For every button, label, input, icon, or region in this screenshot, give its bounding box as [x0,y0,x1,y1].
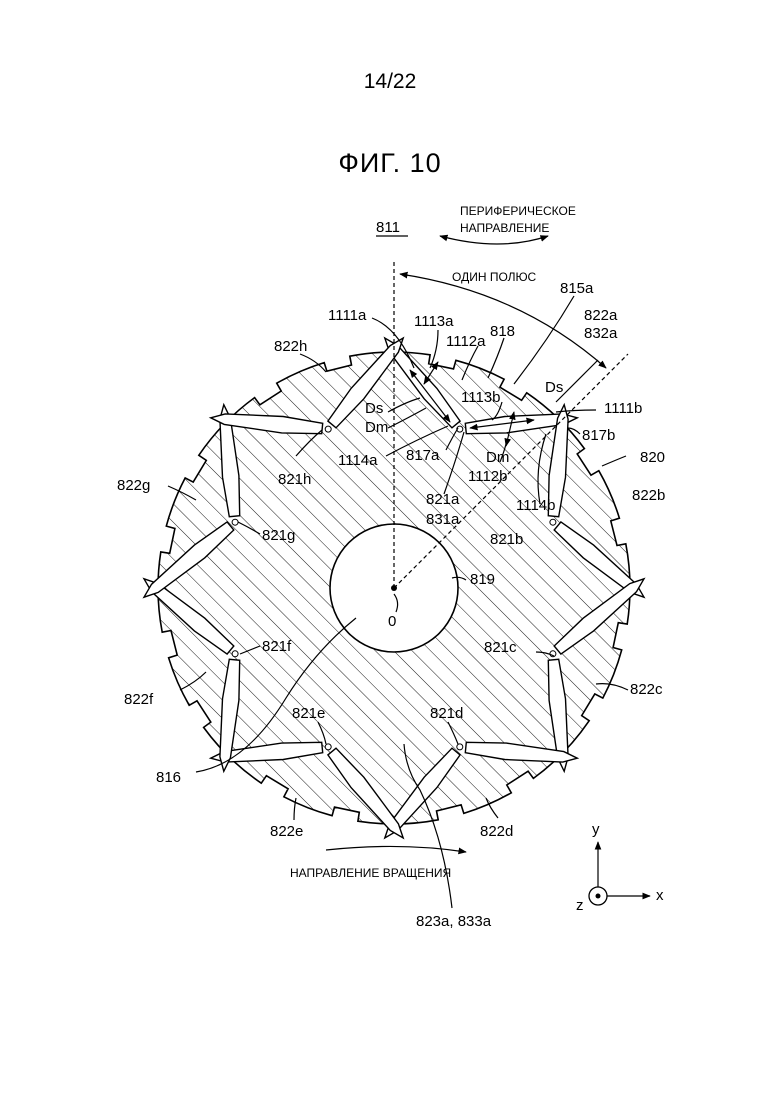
label-1113a: 1113a [414,313,454,330]
label-816: 816 [156,769,181,786]
label-832a: 832a [584,325,618,342]
label-821a: 821a [426,491,460,508]
label-822c: 822c [630,681,663,698]
label-1113b: 1113b [461,389,501,406]
label-1114a: 1114a [338,452,378,469]
coordinate-axes [589,842,650,905]
label-822a: 822a [584,307,618,324]
label-axis-x: x [656,887,664,904]
label-822d: 822d [480,823,513,840]
label-dm-left: Dm [365,419,388,436]
label-1112b: 1112b [468,468,508,485]
label-821g: 821g [262,527,295,544]
rotation-direction-arrow [326,846,466,852]
slot-bridge [550,519,556,525]
label-822e: 822e [270,823,303,840]
label-815a: 815a [560,280,594,297]
label-dm-right: Dm [486,449,509,466]
label-822h: 822h [274,338,307,355]
label-821b: 821b [490,531,523,548]
slot-bridge [457,744,463,750]
label-822f: 822f [124,691,154,708]
label-821d: 821d [430,705,463,722]
label-axis-z: z [576,897,584,914]
label-821h: 821h [278,471,311,488]
slot-bridge [232,519,238,525]
label-820: 820 [640,449,665,466]
label-823a-833a: 823a, 833a [416,913,492,930]
label-811: 811 [376,219,400,236]
label-axis-y: y [592,821,600,838]
label-peripheral-2: НАПРАВЛЕНИЕ [460,221,549,235]
label-1114b: 1114b [516,497,556,514]
label-origin: 0 [388,613,396,630]
label-817b: 817b [582,427,615,444]
label-1111b: 1111b [604,400,642,417]
label-821f: 821f [262,638,292,655]
label-822g: 822g [117,477,150,494]
label-817a: 817a [406,447,440,464]
label-one-pole: ОДИН ПОЛЮС [452,270,537,284]
peripheral-direction-arrow [440,236,548,244]
label-831a: 831a [426,511,460,528]
label-821c: 821c [484,639,517,656]
slot-bridge [232,651,238,657]
slot-bridge [325,426,331,432]
label-822b: 822b [632,487,665,504]
label-peripheral-1: ПЕРИФЕРИЧЕСКОЕ [460,204,576,218]
label-1112a: 1112a [446,333,486,350]
label-818: 818 [490,323,515,340]
label-rotation-direction: НАПРАВЛЕНИЕ ВРАЩЕНИЯ [290,866,451,880]
z-axis-dot [596,894,601,899]
label-1111a: 1111a [328,307,367,324]
label-ds-right: Ds [545,379,563,396]
label-819: 819 [470,571,495,588]
slot-bridge [325,744,331,750]
label-ds-left: Ds [365,400,383,417]
label-821e: 821e [292,705,325,722]
